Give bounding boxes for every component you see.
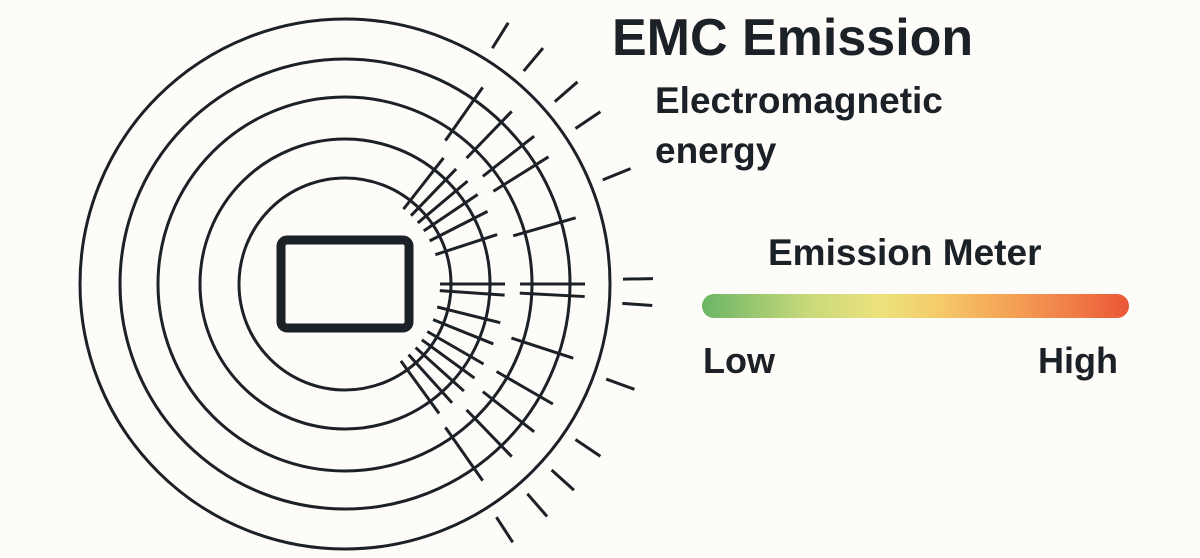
emission-ray [434, 233, 498, 257]
emission-ray [465, 408, 513, 458]
emission-ray [416, 180, 469, 225]
device-rectangle-icon [276, 235, 414, 333]
emission-ray [622, 277, 653, 281]
emission-ray [409, 167, 458, 217]
emission-ray [465, 110, 513, 160]
emission-ray [510, 336, 574, 360]
emission-ray [602, 167, 632, 182]
emission-ray [622, 301, 653, 307]
subtitle-line-2: energy [655, 130, 777, 171]
emission-ray [414, 346, 465, 393]
emission-ray [399, 359, 441, 415]
emission-ray [402, 156, 445, 211]
subtitle-line-1: Electromagnetic [655, 80, 943, 121]
emission-ray [481, 135, 536, 178]
emission-ray [519, 291, 585, 299]
emission-ray [574, 110, 602, 130]
meter-low-label: Low [703, 340, 775, 381]
emission-ray [407, 353, 454, 404]
emission-ray [436, 305, 501, 325]
emission-ray [522, 47, 545, 73]
emission-ray [420, 338, 476, 380]
field-ring [78, 17, 612, 551]
emission-ray [491, 22, 510, 50]
emission-ray [550, 468, 575, 492]
field-ring [237, 176, 453, 392]
emission-ray [444, 426, 484, 482]
emission-meter-bar [702, 294, 1129, 318]
emission-ray [426, 330, 485, 366]
page-title: EMC Emission [612, 9, 974, 67]
emission-ray [439, 289, 505, 297]
emission-ray [481, 390, 536, 433]
emission-ray [526, 492, 549, 518]
emission-ray [495, 516, 515, 544]
meter-high-label: High [1038, 340, 1118, 381]
emission-ray [605, 377, 635, 391]
emission-ray [428, 210, 489, 243]
emission-ray [553, 80, 579, 103]
emission-ray [444, 86, 484, 142]
emission-ray [492, 155, 550, 193]
emission-ray [495, 370, 554, 406]
emission-ray [432, 318, 494, 346]
meter-title: Emission Meter [768, 232, 1042, 273]
subtitle: Electromagnetic energy [655, 76, 943, 176]
emission-ray [512, 216, 577, 238]
emission-ray [422, 193, 479, 233]
emission-ray [574, 438, 602, 458]
